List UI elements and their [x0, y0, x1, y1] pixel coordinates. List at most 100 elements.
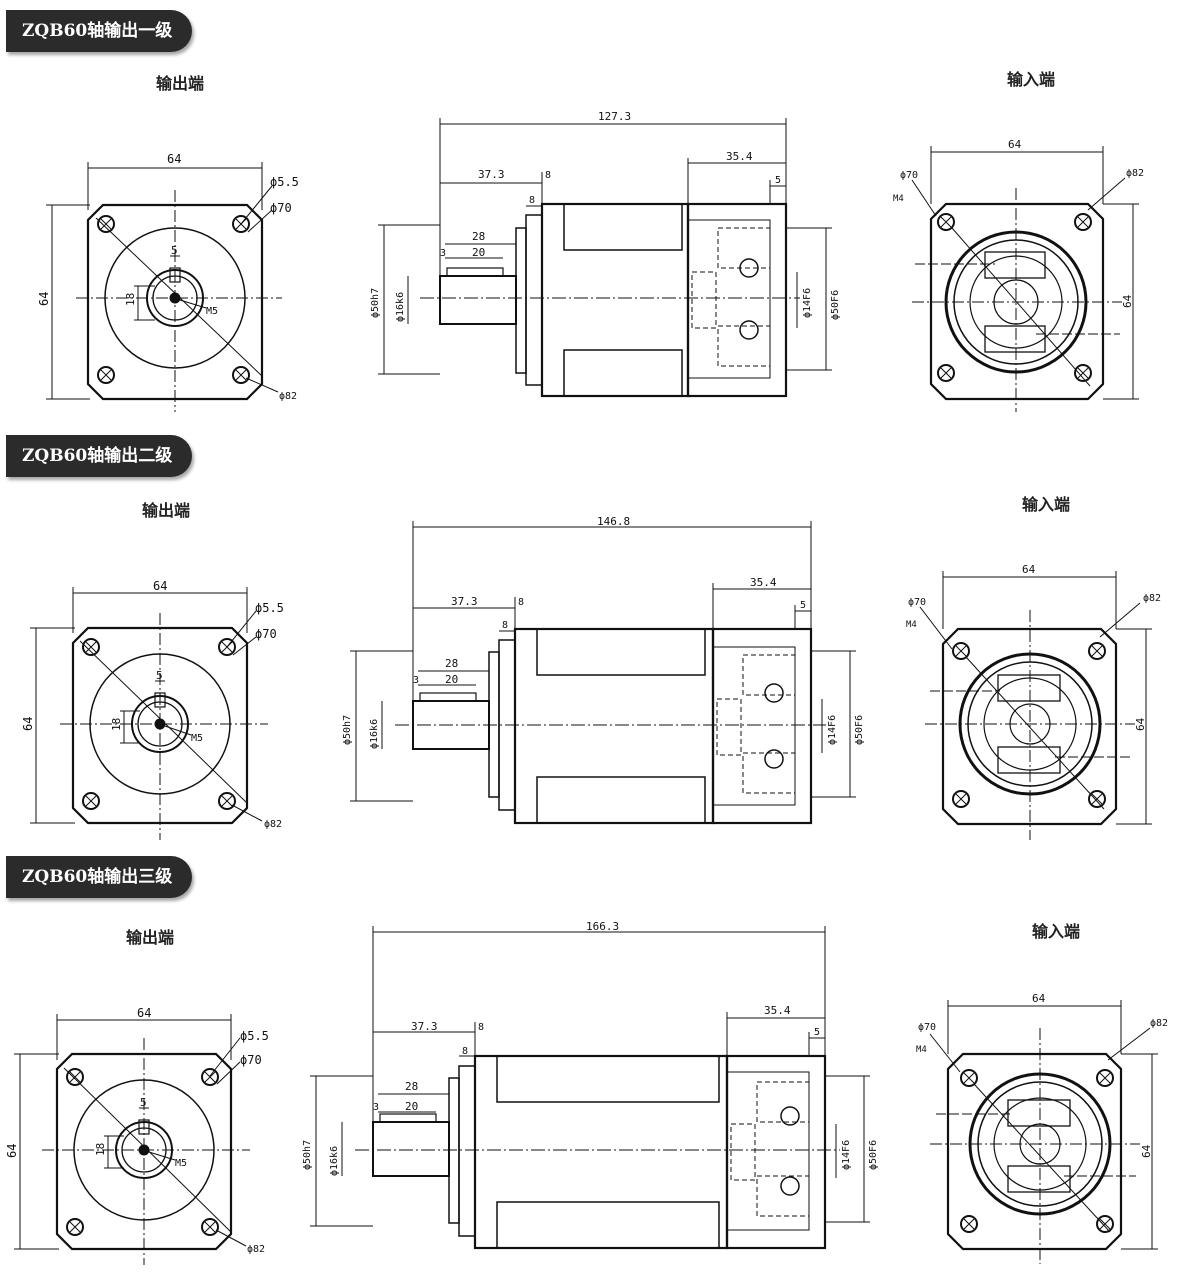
dim-pilot-in: ϕ50F6 — [854, 715, 865, 745]
dim-hole: ϕ5.5 — [255, 601, 284, 615]
dim-input-diag: ϕ82 — [1126, 168, 1144, 179]
output-end-label: 输出端 — [156, 74, 205, 93]
dim-pilot-in: ϕ50F6 — [830, 290, 841, 320]
dim-pilot-out: ϕ50h7 — [302, 1140, 313, 1170]
dim-diag: ϕ82 — [264, 819, 282, 830]
dim-key: 5 — [140, 1096, 147, 1109]
dim-shaft-length: 37.3 — [411, 1020, 438, 1033]
dim-input-thread: M4 — [906, 620, 917, 630]
dim-step2: 8 — [462, 1046, 468, 1057]
section-title: ZQB60轴输出一级 — [6, 10, 193, 52]
dim-bore: ϕ14F6 — [827, 715, 838, 745]
dim-flange-height: 64 — [21, 717, 35, 731]
drawing-stage-1: 64 64 ϕ5.5 ϕ70 ϕ82 5 18 M5 127.3 37.3 8 … — [37, 110, 1144, 412]
dim-input-diag: ϕ82 — [1143, 593, 1161, 604]
dim-input-diag: ϕ82 — [1150, 1018, 1168, 1029]
dim-input-width: 64 — [1022, 563, 1036, 576]
dim-input-pcd: ϕ70 — [918, 1022, 936, 1033]
dim-flange-width: 64 — [167, 152, 181, 166]
dim-key-offset: 3 — [413, 675, 419, 686]
dim-key-inner: 20 — [472, 246, 485, 259]
dim-key-offset: 3 — [373, 1102, 379, 1113]
input-end-label: 输入端 — [1022, 495, 1071, 514]
dim-input-height: 64 — [1121, 294, 1134, 308]
input-end-view — [919, 571, 1152, 840]
dim-step: 8 — [478, 1022, 484, 1033]
output-end-label: 输出端 — [126, 928, 175, 947]
section-stage-3: ZQB60轴输出三级 输出端 输入端 — [0, 850, 1200, 1278]
dim-step: 8 — [518, 597, 524, 608]
dim-shaft-dia: ϕ16k6 — [369, 719, 380, 749]
dim-input-thread: M4 — [916, 1045, 927, 1055]
input-end-label: 输入端 — [1007, 70, 1056, 89]
dim-step: 8 — [545, 170, 551, 181]
dim-hole: ϕ5.5 — [270, 175, 299, 189]
dim-input-height: 64 — [1140, 1144, 1153, 1158]
dim-thread: M5 — [206, 306, 218, 317]
dim-flange-height: 64 — [37, 292, 51, 306]
side-view — [310, 926, 870, 1250]
dim-input-length: 35.4 — [726, 150, 753, 163]
section-title: ZQB60轴输出三级 — [6, 856, 193, 898]
input-end-view — [911, 146, 1139, 412]
dim-key-length: 28 — [472, 230, 485, 243]
section-stage-1: ZQB60轴输出一级 输出端 输入端 — [0, 0, 1200, 425]
dim-key-length: 28 — [405, 1080, 418, 1093]
dim-shaft-length: 37.3 — [451, 595, 478, 608]
dim-input-pcd: ϕ70 — [900, 170, 918, 181]
dim-total-length: 166.3 — [586, 920, 619, 933]
dim-key: 5 — [156, 669, 163, 682]
dim-shaft-length: 37.3 — [478, 168, 505, 181]
dim-bore: ϕ14F6 — [802, 288, 813, 318]
output-end-view — [46, 162, 282, 412]
dim-input-step: 5 — [775, 175, 781, 186]
dim-pilot-out: ϕ50h7 — [342, 715, 353, 745]
dim-shaft-dia: ϕ16k6 — [329, 1146, 340, 1176]
dim-pilot-out: ϕ50h7 — [370, 288, 381, 318]
dim-input-width: 64 — [1008, 138, 1022, 151]
input-end-label: 输入端 — [1032, 922, 1081, 941]
drawing-stage-3: 64 64 ϕ5.5 ϕ70 ϕ82 5 18 M5 166.3 37.3 8 … — [5, 920, 1168, 1265]
side-view — [378, 118, 832, 398]
dim-shaft-height: 18 — [110, 718, 123, 731]
dim-input-step: 5 — [800, 600, 806, 611]
dim-shaft-dia: ϕ16k6 — [395, 292, 406, 322]
dim-total-length: 127.3 — [598, 110, 631, 123]
dim-input-length: 35.4 — [750, 576, 777, 589]
dim-shaft-height: 18 — [94, 1143, 107, 1156]
dim-key-inner: 20 — [405, 1100, 418, 1113]
dim-thread: M5 — [191, 733, 203, 744]
dim-key: 5 — [171, 244, 178, 257]
output-end-view — [14, 1014, 250, 1265]
dim-flange-width: 64 — [153, 579, 167, 593]
input-end-view — [929, 1000, 1158, 1264]
dim-input-step: 5 — [814, 1027, 820, 1038]
dim-key-length: 28 — [445, 657, 458, 670]
dim-key-offset: 3 — [440, 248, 446, 259]
dim-input-pcd: ϕ70 — [908, 597, 926, 608]
output-end-view — [30, 587, 268, 840]
dim-pilot-in: ϕ50F6 — [868, 1140, 879, 1170]
dim-total-length: 146.8 — [597, 515, 630, 528]
dim-pcd: ϕ70 — [240, 1053, 262, 1067]
dim-input-width: 64 — [1032, 992, 1046, 1005]
dim-pcd: ϕ70 — [270, 201, 292, 215]
section-stage-2: ZQB60轴输出二级 输出端 输入端 — [0, 425, 1200, 850]
dim-diag: ϕ82 — [247, 1244, 265, 1255]
dim-step2: 8 — [529, 195, 535, 206]
dim-diag: ϕ82 — [279, 391, 297, 402]
dim-input-thread: M4 — [893, 194, 904, 204]
dim-hole: ϕ5.5 — [240, 1029, 269, 1043]
dim-pcd: ϕ70 — [255, 627, 277, 641]
dim-flange-height: 64 — [5, 1144, 19, 1158]
drawing-stage-2: 64 64 ϕ5.5 ϕ70 ϕ82 5 18 M5 146.8 37.3 8 … — [21, 515, 1161, 840]
dim-flange-width: 64 — [137, 1006, 151, 1020]
output-end-label: 输出端 — [142, 501, 191, 520]
dim-key-inner: 20 — [445, 673, 458, 686]
dim-input-height: 64 — [1134, 717, 1147, 731]
section-title: ZQB60轴输出二级 — [6, 435, 193, 477]
side-view — [350, 521, 856, 825]
dim-shaft-height: 18 — [124, 293, 137, 306]
dim-thread: M5 — [175, 1158, 187, 1169]
dim-bore: ϕ14F6 — [841, 1140, 852, 1170]
